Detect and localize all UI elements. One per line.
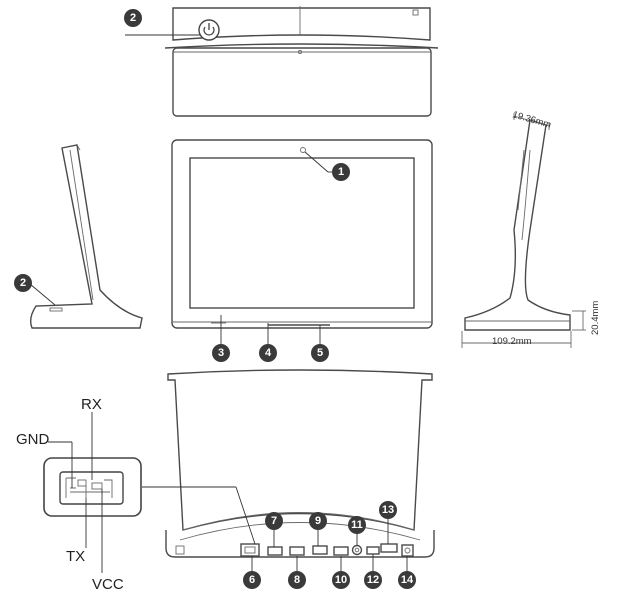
callout-number: 2 [20,277,26,289]
right-side-view [461,113,586,348]
callout-number: 5 [317,347,323,359]
thickness-dimension-label: 19.36mm [511,109,552,131]
callout-number: 7 [271,515,277,527]
callout-number: 3 [218,347,224,359]
front-view [171,139,433,329]
rx-pin-label: RX [81,396,102,413]
callout-badge-9: 9 [309,512,327,530]
callout-badge-7: 7 [265,512,283,530]
callout-badge-3: 3 [212,344,230,362]
callout-number: 2 [130,12,136,24]
callout-number: 10 [335,574,347,586]
callout-badge-5: 5 [311,344,329,362]
callout-number: 1 [338,166,344,178]
power-button-icon [198,19,220,41]
callout-badge-2-side: 2 [14,274,32,292]
callout-number: 12 [367,574,379,586]
gnd-pin-label: GND [16,431,50,448]
callout-badge-12: 12 [364,571,382,589]
callout-badge-6: 6 [243,571,261,589]
callout-badge-14: 14 [398,571,416,589]
callout-number: 8 [294,574,300,586]
callout-badge-2-top: 2 [124,9,142,27]
callout-badge-13: 13 [379,501,397,519]
height-dimension-label: 20.4mm [590,301,601,335]
depth-dimension-label: 109.2mm [492,336,532,347]
callout-badge-4: 4 [259,344,277,362]
callout-number: 9 [315,515,321,527]
back-view [165,369,435,558]
pin-leader-lines [48,412,103,573]
vcc-pin-label: VCC [92,576,124,593]
callout-badge-1: 1 [332,163,350,181]
serial-port-detail [43,457,142,517]
callout-number: 11 [351,519,363,531]
tx-pin-label: TX [66,548,85,565]
callout-number: 4 [265,347,272,359]
callout-badge-8: 8 [288,571,306,589]
callout-badge-11: 11 [348,516,366,534]
callout-number: 14 [401,574,414,586]
callout-number: 13 [382,504,394,516]
callout-number: 6 [249,574,255,586]
left-side-view [29,144,143,329]
callout-badge-10: 10 [332,571,350,589]
top-view [164,6,439,117]
